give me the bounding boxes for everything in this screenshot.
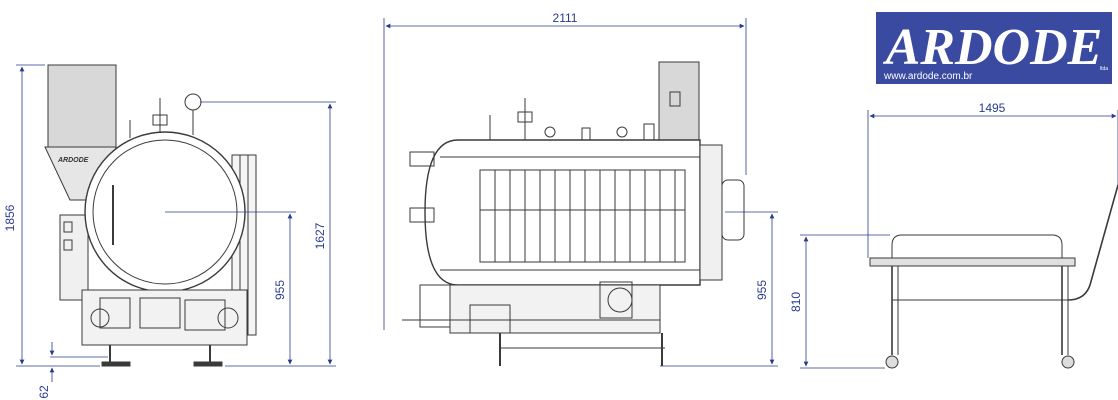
door-handle [721, 179, 745, 241]
front-plate-label: ARDODE [57, 157, 89, 164]
dim-overall-height: 1856 [3, 204, 17, 231]
cart-wheel-right [1061, 355, 1075, 369]
dim-front-center-height: 955 [273, 280, 287, 300]
rack-slats [480, 170, 685, 262]
control-cabinet [47, 64, 117, 148]
dim-cart-height: 810 [789, 292, 803, 312]
cart-view [869, 184, 1118, 369]
cart-tray [869, 257, 1076, 267]
front-view: ARDODE [44, 64, 257, 367]
cart-frame [891, 234, 1063, 258]
dim-side-center-height: 955 [755, 280, 769, 300]
dim-vessel-height: 1627 [313, 222, 327, 249]
vessel-body [424, 139, 701, 286]
side-dimensions [383, 18, 778, 367]
door-end [699, 144, 723, 281]
logo-background [876, 12, 1112, 84]
side-view [402, 61, 745, 366]
pressure-gauge [184, 93, 202, 111]
logo-brand-text: ARDODE [883, 19, 1103, 76]
cart-dimensions [800, 110, 1118, 369]
logo-suffix: ltda [1100, 66, 1108, 72]
side-panel-left [59, 214, 89, 301]
lower-pipework [449, 284, 661, 334]
cart-handle [1067, 184, 1118, 301]
brand-logo: ARDODE www.ardode.com.br ltda [876, 12, 1112, 84]
cart-wheel-left [885, 355, 899, 369]
dim-overall-length: 2111 [553, 11, 578, 25]
dim-cart-length: 1495 [979, 101, 1006, 115]
front-dimensions [16, 64, 336, 382]
logo-website: www.ardode.com.br [883, 71, 973, 82]
internal-rack [479, 169, 686, 263]
dim-foot-height: 62 [37, 385, 51, 399]
base-frame [81, 289, 248, 346]
side-control-cabinet [658, 61, 700, 148]
